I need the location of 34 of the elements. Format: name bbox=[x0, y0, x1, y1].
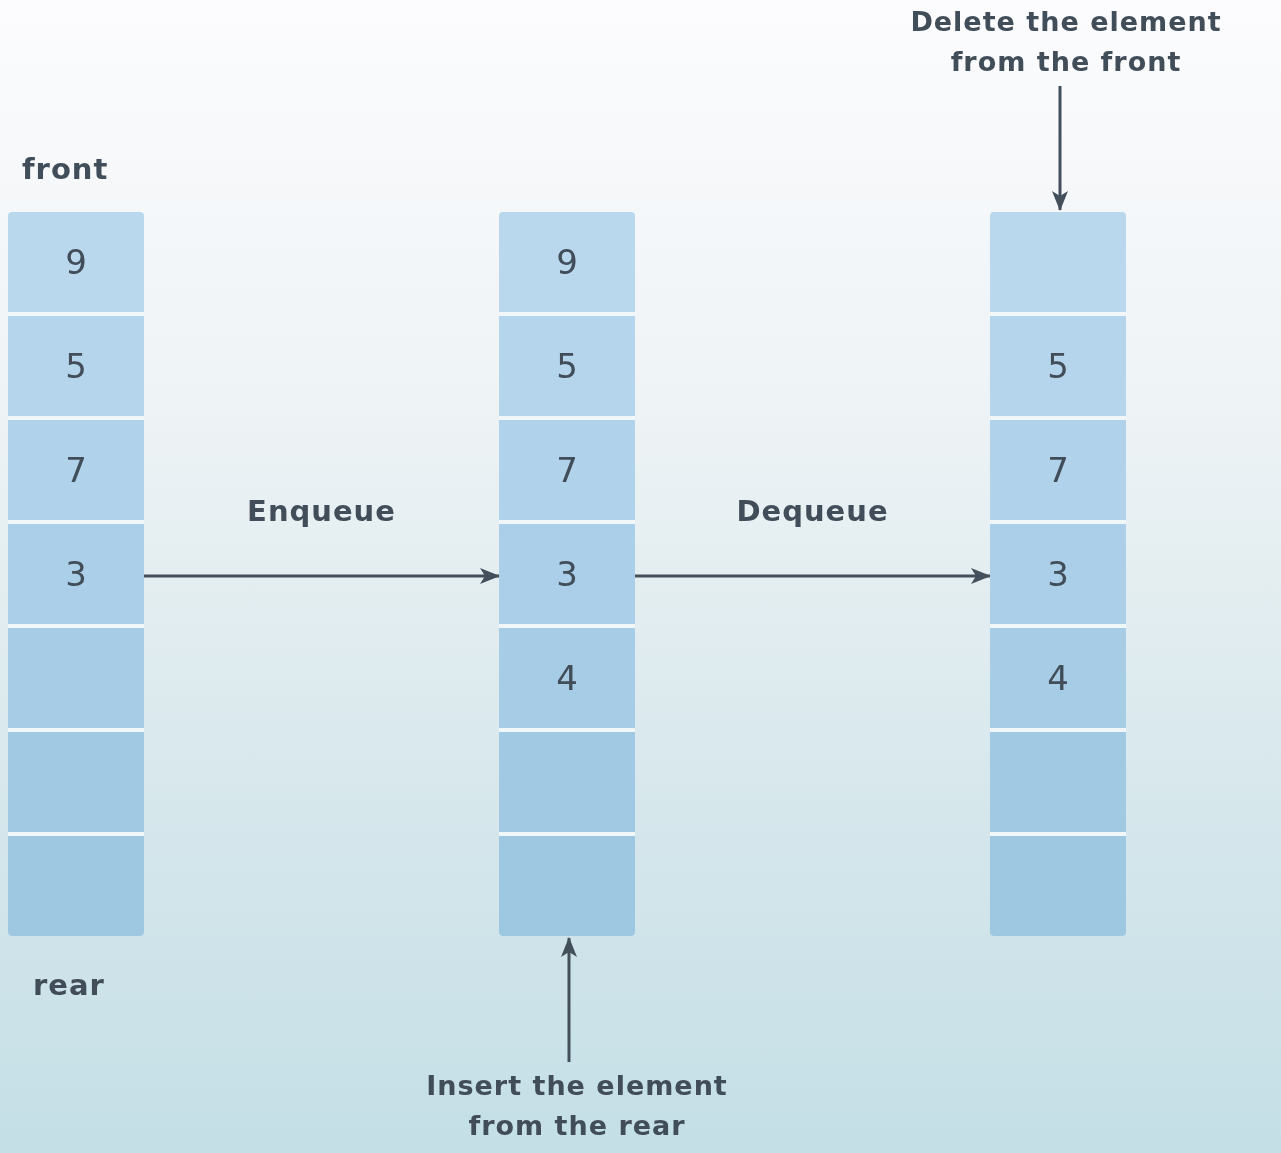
empty-cell bbox=[8, 836, 144, 936]
queue-cell: 9 bbox=[499, 212, 635, 312]
queue-cell: 3 bbox=[8, 524, 144, 624]
empty-cell bbox=[499, 836, 635, 936]
queue-column bbox=[499, 212, 635, 936]
arrow bbox=[144, 568, 500, 584]
annotation-text: Delete the element from the front bbox=[896, 2, 1236, 82]
queue-cell: 7 bbox=[8, 420, 144, 520]
text-label: front bbox=[22, 152, 109, 186]
queue-cell: 3 bbox=[990, 524, 1126, 624]
empty-cell bbox=[8, 732, 144, 832]
queue-cell: 4 bbox=[990, 628, 1126, 728]
queue-cell: 3 bbox=[499, 524, 635, 624]
queue-cell: 4 bbox=[499, 628, 635, 728]
text-label: rear bbox=[33, 968, 105, 1002]
arrow bbox=[1052, 86, 1068, 211]
queue-cell: 5 bbox=[499, 316, 635, 416]
edge-label: Enqueue bbox=[247, 494, 396, 528]
queue-cell: 5 bbox=[990, 316, 1126, 416]
queue-column bbox=[8, 212, 144, 936]
empty-cell bbox=[990, 836, 1126, 936]
empty-cell bbox=[990, 212, 1126, 312]
arrow bbox=[635, 568, 991, 584]
queue-cell: 7 bbox=[990, 420, 1126, 520]
queue-cell: 5 bbox=[8, 316, 144, 416]
queue-column bbox=[990, 212, 1126, 936]
empty-cell bbox=[990, 732, 1126, 832]
empty-cell bbox=[8, 628, 144, 728]
annotation-text: Insert the element from the rear bbox=[407, 1066, 747, 1146]
empty-cell bbox=[499, 732, 635, 832]
edge-label: Dequeue bbox=[736, 494, 889, 528]
queue-cell: 7 bbox=[499, 420, 635, 520]
queue-cell: 9 bbox=[8, 212, 144, 312]
arrow bbox=[561, 937, 577, 1062]
